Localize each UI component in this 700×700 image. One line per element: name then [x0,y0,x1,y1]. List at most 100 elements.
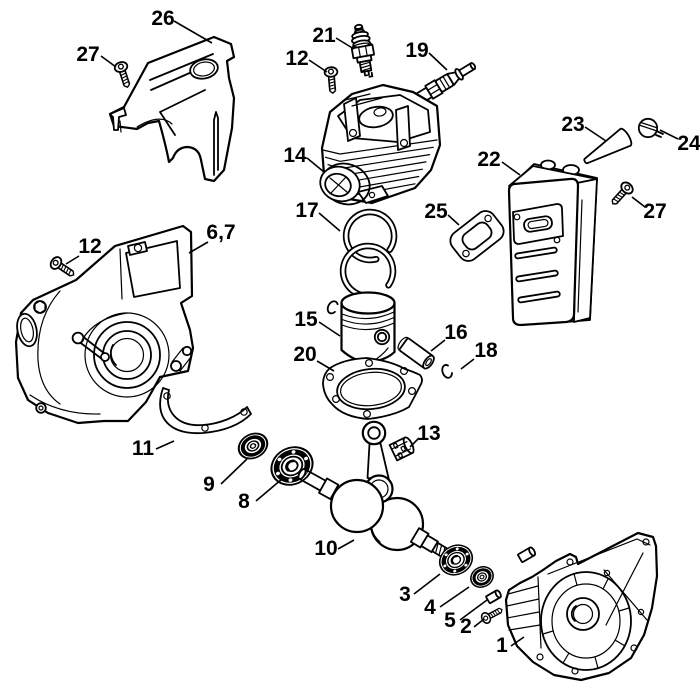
callout-label-20: 20 [293,343,316,366]
exhaust-gasket [449,210,505,262]
callout-label-19: 19 [405,39,428,62]
crankcase-fan-housing [14,224,195,425]
callout-label-26: 26 [151,7,174,30]
leader-line [100,55,117,68]
leader-line [318,321,341,337]
callout-label-1: 1 [496,634,508,657]
callout-label-23: 23 [561,113,584,136]
callout-8: 8 [238,478,283,513]
leader-line [501,161,521,176]
needle-cage-bearing [388,436,415,462]
screw-2 [479,603,506,626]
leader-line [447,214,460,226]
leader-line [510,636,525,647]
callout-27-top-left: 27 [76,43,117,68]
callout-label-3: 3 [399,583,411,606]
leader-line [584,126,607,142]
callout-14: 14 [283,144,325,173]
callout-12-top: 12 [285,47,328,73]
callout-26: 26 [151,7,213,44]
leader-line [428,52,448,71]
callout-22: 22 [477,148,521,176]
callout-6-7: 6,7 [188,221,236,254]
callout-label-6-7: 6,7 [206,221,235,244]
ball-bearing-8 [265,440,319,492]
leader-line [306,157,325,173]
leader-line [413,573,441,595]
leader-line [430,339,446,352]
callout-11: 11 [132,437,175,460]
leader-line [316,360,335,372]
piston-pin-circlip-lower [441,364,453,379]
cover-plate [159,387,252,434]
piston-pin-circlip-upper [326,300,339,315]
callout-label-16: 16 [444,321,467,344]
callouts: 26 27 12 21 19 23 24 22 [65,7,700,657]
muffler [507,159,598,327]
callout-label-11: 11 [132,437,155,460]
callout-label-22: 22 [477,148,500,171]
callout-label-17: 17 [295,199,318,222]
callout-5: 5 [444,599,488,632]
callout-25: 25 [424,200,460,226]
callout-18: 18 [460,339,498,370]
callout-23: 23 [561,113,607,142]
leader-line [155,440,175,450]
callout-20: 20 [293,343,335,372]
leader-line [439,586,470,608]
leader-line [318,212,341,232]
callout-9: 9 [203,458,248,496]
leader-line [335,37,355,50]
leader-line [460,358,475,370]
callout-label-5: 5 [444,609,456,632]
dowel-pin-5 [485,589,502,604]
callout-27-muffler: 27 [631,196,667,223]
leader-line [220,458,248,485]
leader-line [188,241,209,254]
callout-label-14: 14 [283,144,307,167]
leader-line [659,129,679,140]
callout-15: 15 [294,308,341,337]
callout-3: 3 [399,573,441,606]
leader-line [255,478,283,502]
leader-line [65,255,80,265]
callout-label-27b: 27 [643,200,666,223]
callout-label-9: 9 [203,473,215,496]
callout-4: 4 [424,586,470,619]
leader-line [337,539,355,550]
screw-27-top-left [112,59,135,91]
leader-line [631,196,646,208]
piston-rings [339,208,398,300]
callout-label-15: 15 [294,308,318,331]
callout-21: 21 [312,24,355,50]
callout-1: 1 [496,634,525,657]
piston [340,291,396,364]
callout-label-12a: 12 [285,47,308,70]
screen-cap [637,117,664,139]
callout-16: 16 [430,321,468,352]
leader-line [173,20,213,44]
screw-12-left [47,254,79,282]
callout-label-25: 25 [424,200,448,223]
crankcase-half [504,531,659,682]
decompression-valve [411,62,477,107]
callout-label-18: 18 [474,339,498,362]
cylinder-gasket [322,357,423,420]
leader-line [459,599,488,621]
callout-label-27a: 27 [76,43,99,66]
callout-label-24: 24 [677,132,700,155]
dowel-pin-5b [517,546,536,563]
oil-seal-4 [465,561,499,593]
cylinder [319,83,442,206]
callout-label-13: 13 [417,422,440,445]
callout-19: 19 [405,39,448,71]
spark-plug [350,23,376,78]
spark-arrestor-screen [583,127,633,165]
leader-line [473,618,485,628]
callout-label-12b: 12 [78,235,101,258]
leader-line [308,59,328,73]
callout-2: 2 [460,615,485,638]
callout-label-4: 4 [424,596,436,619]
